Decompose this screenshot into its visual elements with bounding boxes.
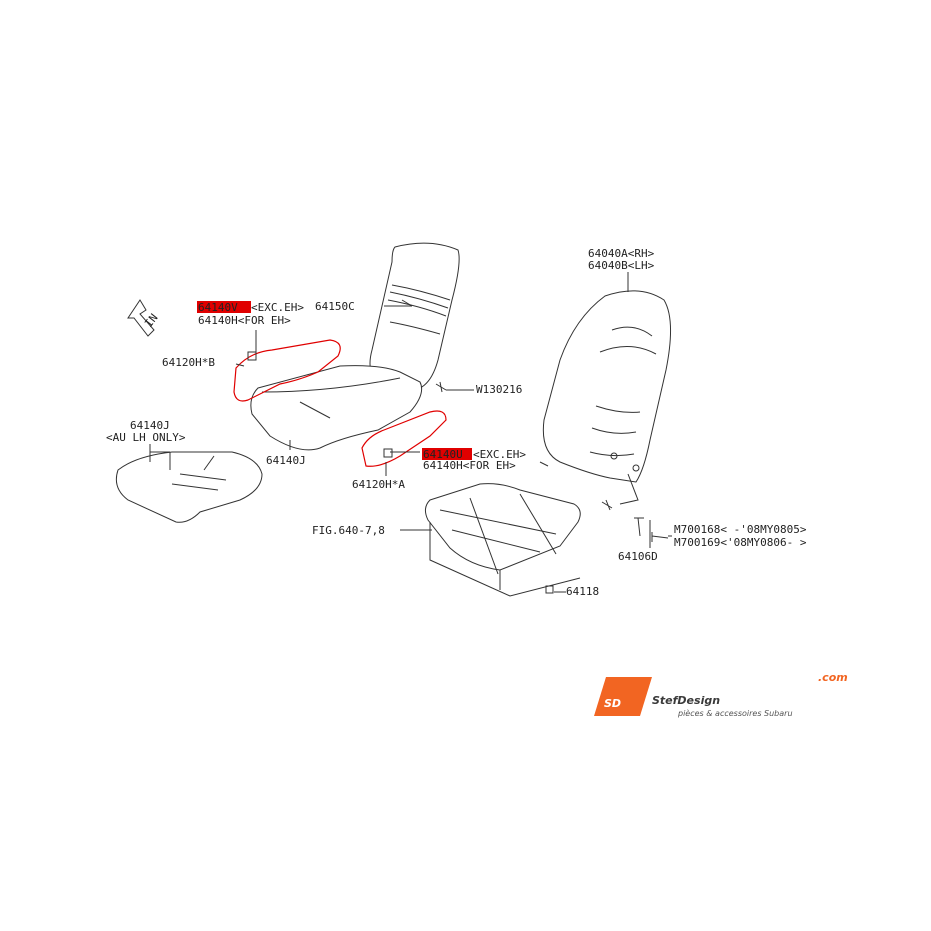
seat-back-cover — [369, 242, 460, 389]
callout-64140u-cond: <EXC.EH> — [473, 448, 526, 461]
seat-rail — [424, 483, 581, 597]
complete-seat — [542, 290, 672, 505]
bolster-left-outline — [233, 339, 341, 402]
logo-word: StefDesign — [652, 694, 720, 707]
callout-m700168: M700168< -'08MY0805> — [674, 523, 807, 536]
direction-label: IN — [142, 311, 160, 329]
callout-64140j-au: 64140J — [130, 419, 170, 432]
seat-cushion — [250, 365, 423, 451]
logo-tagline: pièces & accessoires Subaru — [677, 708, 793, 718]
bolt-icon — [435, 381, 669, 594]
callout-64140v: 64140V — [198, 301, 238, 314]
leader-lines — [149, 272, 672, 593]
arrow-icon — [127, 299, 155, 337]
callout-64040a: 64040A<RH> — [588, 247, 655, 260]
callout-fig-640: FIG.640-7,8 — [312, 524, 385, 537]
stefdesign-logo: SD StefDesign .com pièces & accessoires … — [594, 671, 848, 718]
highlight-label-64140v-bg — [197, 301, 251, 313]
callout-64140v-cond: <EXC.EH> — [251, 301, 304, 314]
callout-w130216: W130216 — [476, 383, 522, 396]
logo-mark-icon — [594, 677, 652, 716]
logo-tld: .com — [818, 671, 848, 684]
callout-64118: 64118 — [566, 585, 599, 598]
callout-64140h-bottom: 64140H<FOR EH> — [423, 459, 516, 472]
highlight-label-64140u-bg — [422, 448, 472, 460]
callout-64150c: 64150C — [315, 300, 355, 313]
logo-mark-text: SD — [604, 697, 621, 710]
bolster-left — [233, 339, 341, 402]
callout-64140j-au-note: <AU LH ONLY> — [106, 431, 186, 444]
callout-m700169: M700169<'08MY0806- > — [674, 536, 807, 549]
callout-64140u: 64140U — [423, 448, 463, 461]
au-seat-cover — [115, 451, 263, 523]
callout-64040b: 64040B<LH> — [588, 259, 655, 272]
bolster-right-outline — [361, 410, 447, 467]
callout-64140j: 64140J — [266, 454, 306, 467]
callout-64140h-top: 64140H<FOR EH> — [198, 314, 291, 327]
callout-64120ha: 64120H*A — [352, 478, 405, 491]
bolster-right — [361, 410, 447, 467]
callout-64106d: 64106D — [618, 550, 658, 563]
callout-64120hb: 64120H*B — [162, 356, 215, 369]
